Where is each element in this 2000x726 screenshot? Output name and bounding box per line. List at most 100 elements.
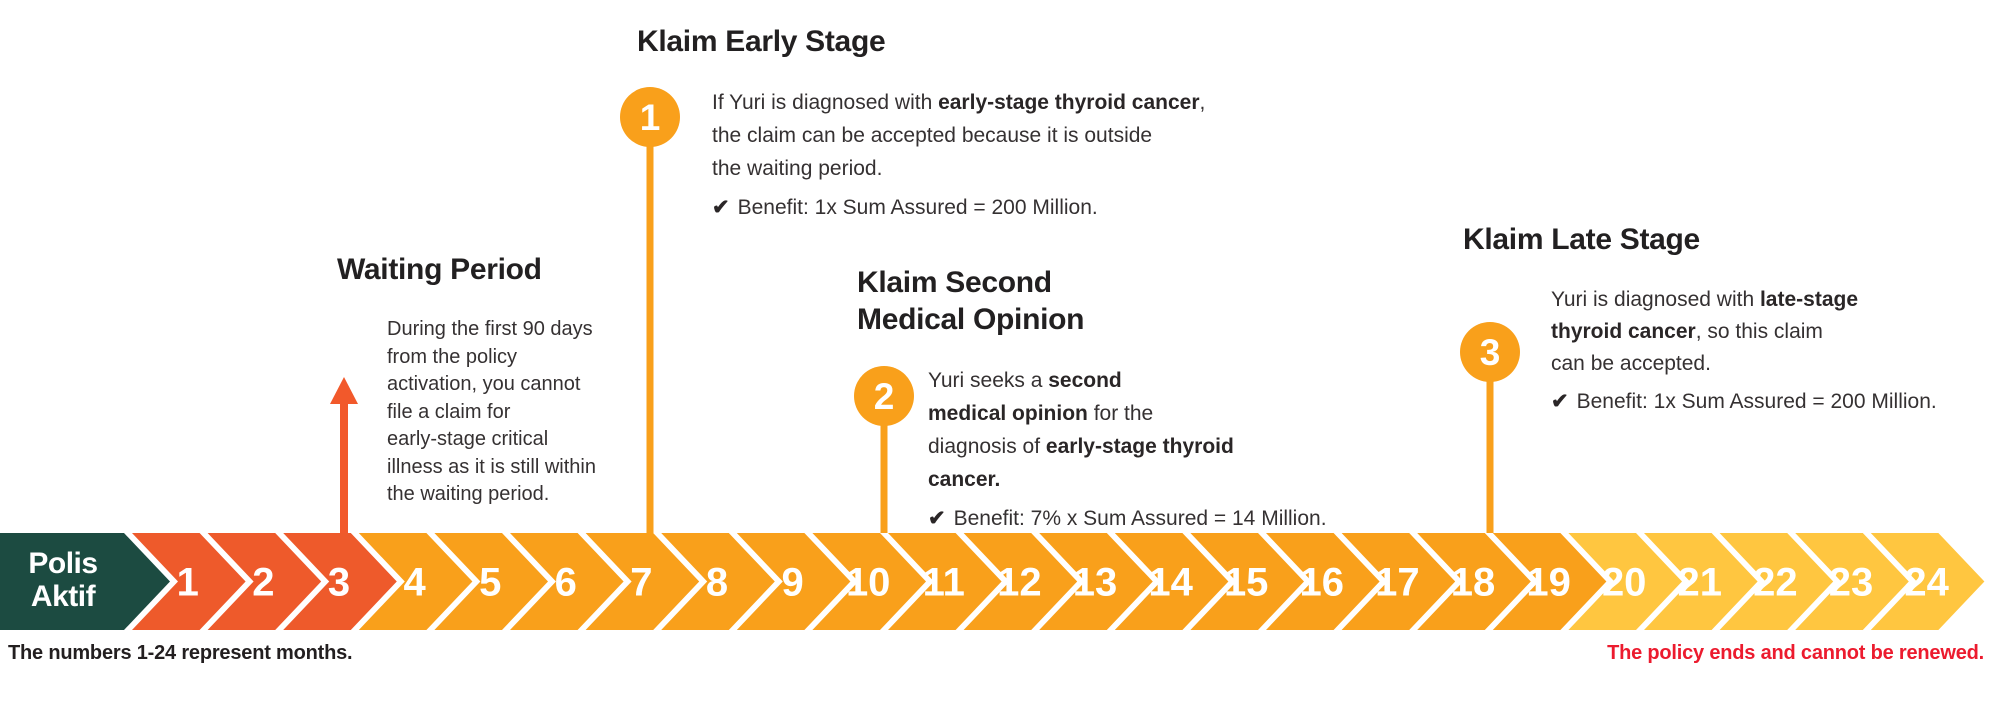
- callout-2-paragraph-line: medical opinion for the: [928, 402, 1154, 425]
- callout-2-benefit-text: Benefit: 7% x Sum Assured = 14 Million.: [953, 507, 1327, 530]
- timeline-month-label-10: 10: [846, 561, 891, 605]
- waiting-period-text: During the first 90 days from the policy a…: [387, 316, 596, 509]
- timeline-month-segment-14: [1114, 533, 1229, 630]
- waiting-period-text-line: file a claim for: [387, 400, 511, 423]
- waiting-period-text-line: activation, you cannot: [387, 373, 581, 395]
- check-icon: ✔: [712, 196, 730, 219]
- callout-1-text: If Yuri is diagnosed with early-stage th…: [712, 86, 1205, 224]
- check-icon: ✔: [1551, 390, 1569, 413]
- timeline-month-segment-23: [1795, 533, 1909, 630]
- waiting-period-text-line: early-stage critical: [387, 428, 549, 450]
- callout-2-paragraph-line: diagnosis of early-stage thyroid: [928, 435, 1234, 458]
- timeline-month-segment-8: [661, 533, 775, 630]
- timeline-month-segment-4: [358, 533, 473, 630]
- callout-2-benefit: ✔ Benefit: 7% x Sum Assured = 14 Million.: [928, 502, 1327, 535]
- timeline-month-label-21: 21: [1678, 561, 1723, 605]
- timeline-month-segment-1: [132, 533, 246, 630]
- timeline-month-label-11: 11: [923, 561, 965, 605]
- policy-end-caption: The policy ends and cannot be renewed.: [1607, 642, 1984, 664]
- callout-2-title-line: Klaim Second: [857, 266, 1052, 299]
- waiting-period-text-line: from the policy: [387, 345, 518, 368]
- timeline-month-label-20: 20: [1602, 561, 1647, 605]
- timeline-month-label-3: 3: [328, 561, 350, 605]
- timeline-month-label-24: 24: [1904, 561, 1949, 605]
- timeline-month-segment-13: [1039, 533, 1153, 630]
- callout-2-paragraph-line: cancer.: [928, 468, 1001, 491]
- callout-2-title-line: Medical Opinion: [857, 303, 1085, 336]
- timeline-month-segment-24: [1870, 533, 1985, 630]
- timeline-month-segment-9: [736, 533, 851, 630]
- callout-1-title-line: Klaim Early Stage: [637, 25, 886, 58]
- check-icon: ✔: [928, 507, 946, 530]
- timeline-month-label-4: 4: [403, 561, 426, 605]
- timeline-month-segment-5: [434, 533, 548, 630]
- callout-1-title: Klaim Early Stage: [637, 24, 886, 60]
- timeline-month-label-7: 7: [630, 561, 652, 605]
- callout-2-paragraph: Yuri seeks a second medical opinion for t…: [928, 364, 1327, 496]
- timeline-month-label-2: 2: [252, 561, 274, 605]
- timeline-month-label-14: 14: [1148, 561, 1193, 605]
- waiting-period-title-line: Waiting Period: [337, 253, 542, 286]
- callout-1-paragraph-line: the waiting period.: [712, 157, 883, 180]
- callout-3-title: Klaim Late Stage: [1463, 222, 1700, 258]
- timeline-month-label-12: 12: [997, 561, 1042, 605]
- callout-2-marker: [854, 366, 914, 426]
- timeline-month-label-23: 23: [1829, 561, 1874, 605]
- timeline-month-label-1: 1: [177, 561, 199, 605]
- callout-3-paragraph-line: thyroid cancer, so this claim: [1551, 320, 1823, 343]
- timeline-month-label-18: 18: [1451, 561, 1496, 605]
- timeline-start-segment: [0, 533, 170, 630]
- months-legend-caption: The numbers 1-24 represent months.: [8, 642, 353, 664]
- timeline-month-label-8: 8: [706, 561, 728, 605]
- waiting-period-text-line: the waiting period.: [387, 483, 550, 505]
- callout-3-paragraph: Yuri is diagnosed with late-stage thyroid…: [1551, 284, 1937, 380]
- callout-3-benefit: ✔ Benefit: 1x Sum Assured = 200 Million.: [1551, 386, 1937, 418]
- callout-1-paragraph-line: the claim can be accepted because it is …: [712, 124, 1153, 147]
- timeline-month-segment-12: [963, 533, 1078, 630]
- waiting-period-arrow-head: [330, 377, 358, 404]
- timeline-month-segment-20: [1568, 533, 1682, 630]
- timeline-month-label-15: 15: [1224, 561, 1269, 605]
- callout-1-marker: [620, 87, 680, 147]
- callout-3-stem: [1486, 380, 1494, 533]
- timeline-month-label-6: 6: [555, 561, 577, 605]
- timeline-month-segment-18: [1417, 533, 1531, 630]
- callout-1-stem: [646, 145, 654, 533]
- timeline-month-label-5: 5: [479, 561, 501, 605]
- callout-1-paragraph-line: If Yuri is diagnosed with early-stage th…: [712, 91, 1206, 114]
- callout-3-paragraph-line: can be accepted.: [1551, 352, 1711, 375]
- callout-2-paragraph-line: Yuri seeks a second: [928, 369, 1122, 392]
- callout-1-benefit: ✔ Benefit: 1x Sum Assured = 200 Million.: [712, 191, 1205, 224]
- timeline-month-segment-6: [510, 533, 624, 630]
- timeline-month-label-9: 9: [781, 561, 803, 605]
- waiting-period-title: Waiting Period: [337, 252, 542, 288]
- callout-3-title-line: Klaim Late Stage: [1463, 223, 1700, 256]
- timeline-month-segment-21: [1644, 533, 1758, 630]
- callout-3-marker: [1460, 322, 1520, 382]
- timeline-month-label-16: 16: [1300, 561, 1345, 605]
- timeline-month-segment-10: [812, 533, 926, 630]
- callout-3-benefit-text: Benefit: 1x Sum Assured = 200 Million.: [1576, 390, 1937, 413]
- callout-1-marker-number: 1: [640, 97, 661, 138]
- callout-2-stem: [880, 424, 888, 533]
- callout-1-paragraph: If Yuri is diagnosed with early-stage th…: [712, 86, 1205, 185]
- callout-2-text: Yuri seeks a second medical opinion for t…: [928, 364, 1327, 535]
- timeline-month-segment-3: [283, 533, 397, 630]
- timeline-month-label-22: 22: [1753, 561, 1798, 605]
- timeline-month-segment-7: [585, 533, 700, 630]
- callout-3-paragraph-line: Yuri is diagnosed with late-stage: [1551, 288, 1859, 311]
- timeline-month-segment-11: [888, 533, 1002, 630]
- callout-2-marker-number: 2: [874, 376, 895, 417]
- timeline-month-segment-16: [1266, 533, 1380, 630]
- waiting-period-text-line: During the first 90 days: [387, 318, 593, 340]
- timeline-month-label-13: 13: [1073, 561, 1118, 605]
- waiting-period-text-line: illness as it is still within: [387, 455, 596, 478]
- timeline-month-segment-17: [1341, 533, 1456, 630]
- callout-1-benefit-text: Benefit: 1x Sum Assured = 200 Million.: [737, 196, 1098, 219]
- waiting-period-arrow-shaft: [340, 400, 348, 533]
- timeline-month-segment-15: [1190, 533, 1304, 630]
